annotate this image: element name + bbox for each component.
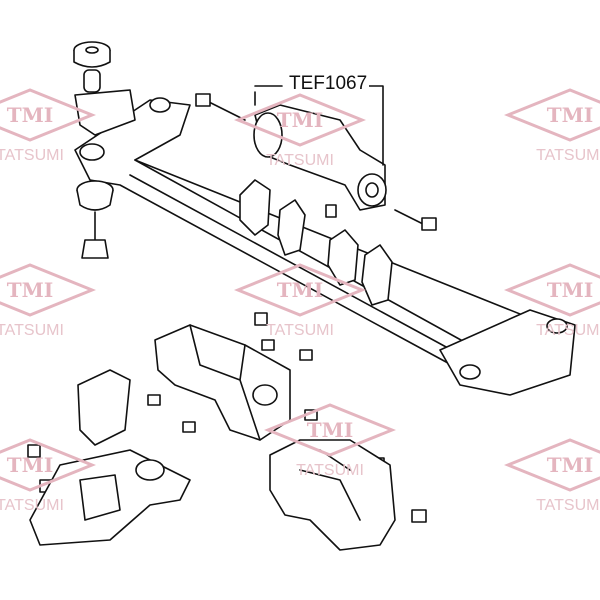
transmission-mount: [29, 369, 191, 546]
mount-bushing-upper: [73, 41, 114, 259]
engine-bracket: [154, 324, 291, 441]
part-number-label: TEF1067: [287, 73, 370, 94]
engine-mount-tef1067: [253, 85, 387, 211]
rear-bracket: [269, 439, 396, 551]
